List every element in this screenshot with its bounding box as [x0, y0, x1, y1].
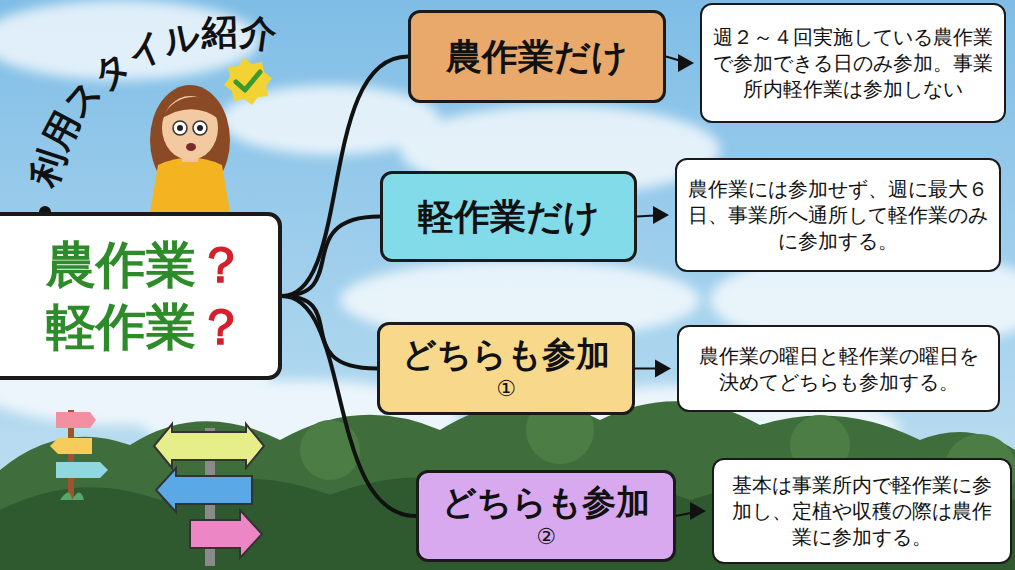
box-number: ② [536, 524, 556, 549]
page-title: 利用スタイル紹介 [0, 0, 300, 200]
box-label: 農作業？ 軽作業？ [36, 234, 256, 359]
check-badge [224, 58, 272, 105]
description-box: 農作業には参加せず、週に最大６日、事業所へ通所して軽作業のみに参加する。 [675, 158, 1001, 272]
style-box: 軽作業だけ [380, 171, 637, 262]
title-character: 介 [236, 13, 281, 54]
trees [0, 396, 1015, 570]
signpost-small [50, 410, 108, 500]
box-number: ① [496, 376, 516, 401]
clouds [0, 0, 1015, 475]
box-label: 農作業だけ [446, 36, 628, 77]
connector [282, 217, 380, 297]
style-box: どちらも参加② [416, 470, 676, 562]
title-character: 紹 [199, 13, 240, 50]
description-text: 基本は事業所内で軽作業に参加し、定植や収穫の際は農作業に参加する。 [724, 472, 1000, 550]
box-label: どちらも参加 [402, 335, 610, 374]
description-text: 農作業の曜日と軽作業の曜日を決めてどちらも参加する。 [689, 343, 988, 395]
connector [637, 206, 669, 224]
connector-line [282, 217, 380, 297]
connector [635, 360, 671, 378]
description-box: 基本は事業所内で軽作業に参加し、定植や収穫の際は農作業に参加する。 [712, 458, 1012, 564]
woman-illustration [150, 85, 230, 212]
description-text: 農作業には参加せず、週に最大６日、事業所へ通所して軽作業のみに参加する。 [687, 176, 989, 254]
style-box: 農作業だけ [408, 10, 666, 103]
description-box: 農作業の曜日と軽作業の曜日を決めてどちらも参加する。 [677, 325, 1000, 412]
connector [676, 502, 706, 520]
box-label: どちらも参加 [442, 483, 650, 522]
title-character: ル [159, 16, 206, 60]
question-mark: ？ [196, 298, 246, 356]
question-mark: ？ [196, 236, 246, 294]
signpost-large [154, 424, 264, 566]
arrow-head [655, 360, 671, 378]
arrow-head [690, 502, 706, 520]
arrow-head [653, 206, 669, 224]
style-box: どちらも参加① [377, 322, 635, 415]
arrow-head [678, 54, 694, 72]
box-label: 軽作業だけ [418, 196, 600, 237]
connector [666, 54, 694, 72]
description-text: 週２～４回実施している農作業で参加できる日のみ参加。事業所内軽作業は参加しない [712, 24, 994, 102]
question-box: 農作業？ 軽作業？ [0, 212, 282, 380]
description-box: 週２～４回実施している農作業で参加できる日のみ参加。事業所内軽作業は参加しない [700, 3, 1006, 123]
